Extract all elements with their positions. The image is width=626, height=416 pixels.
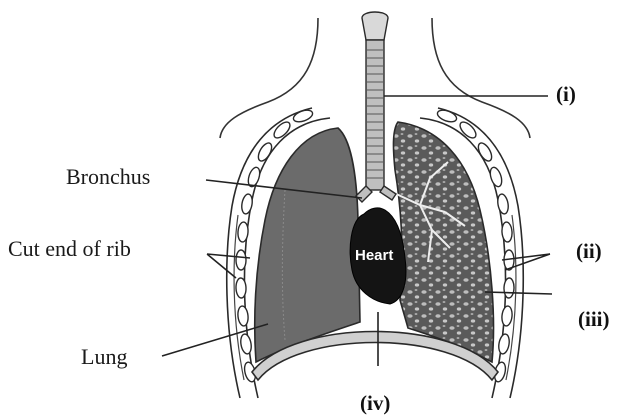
label-bronchus: Bronchus bbox=[66, 164, 150, 189]
label-ii: (ii) bbox=[576, 239, 602, 263]
label-iii: (iii) bbox=[578, 307, 610, 331]
leader-iii bbox=[485, 292, 552, 294]
leader-lung bbox=[162, 324, 268, 356]
label-lung: Lung bbox=[81, 344, 127, 369]
trachea bbox=[362, 12, 388, 190]
heart-label: Heart bbox=[355, 247, 393, 264]
left-lung bbox=[255, 128, 360, 362]
label-cut-end-of-rib: Cut end of rib bbox=[8, 236, 131, 261]
right-bronchus bbox=[380, 186, 396, 200]
label-iv: (iv) bbox=[360, 391, 390, 415]
label-i: (i) bbox=[556, 82, 576, 106]
